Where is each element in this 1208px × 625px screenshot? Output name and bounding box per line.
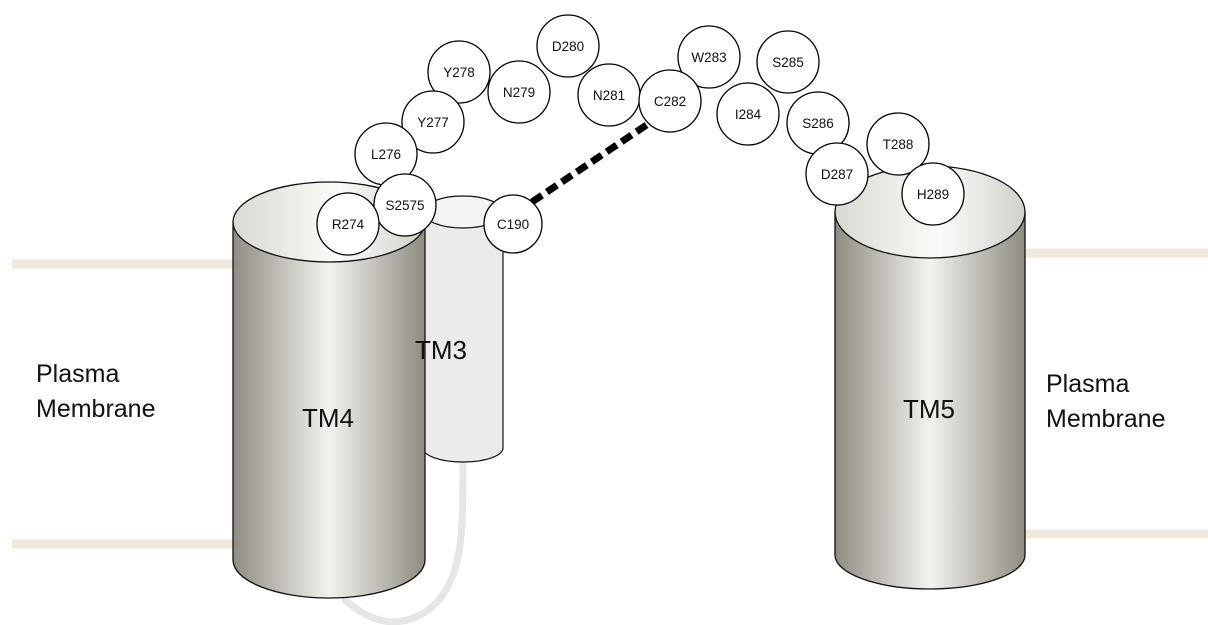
svg-text:I284: I284 bbox=[735, 107, 762, 122]
svg-text:R274: R274 bbox=[332, 217, 365, 232]
residue-n281: N281 bbox=[577, 63, 641, 127]
tm5-helix bbox=[834, 165, 1026, 590]
tm4-label: TM4 bbox=[302, 403, 354, 433]
residue-y278: Y278 bbox=[427, 40, 491, 104]
residue-w283: W283 bbox=[677, 25, 741, 89]
tm3-helix bbox=[422, 195, 504, 463]
svg-text:S286: S286 bbox=[802, 116, 834, 131]
residue-l276: L276 bbox=[354, 122, 418, 186]
tm3-label: TM3 bbox=[415, 335, 467, 365]
svg-text:Y277: Y277 bbox=[417, 115, 449, 130]
svg-text:N281: N281 bbox=[593, 88, 625, 103]
svg-text:N279: N279 bbox=[503, 85, 535, 100]
svg-text:D287: D287 bbox=[821, 167, 853, 182]
intracellular-loop bbox=[341, 458, 467, 625]
svg-text:D280: D280 bbox=[552, 39, 584, 54]
svg-text:W283: W283 bbox=[691, 50, 726, 65]
svg-text:S2575: S2575 bbox=[385, 198, 424, 213]
residue-y277: Y277 bbox=[401, 90, 465, 154]
svg-text:C190: C190 bbox=[497, 217, 529, 232]
residue-c190: C190 bbox=[483, 194, 543, 254]
residue-c282: C282 bbox=[638, 69, 702, 133]
residue-chain: D280 Y278 N279 N281 W283 S285 C282 I284 … bbox=[316, 14, 965, 256]
residue-t288: T288 bbox=[866, 112, 930, 176]
membrane-label-left: Plasma Membrane bbox=[36, 360, 156, 423]
residue-r274: R274 bbox=[316, 192, 380, 256]
residue-h289: H289 bbox=[901, 162, 965, 226]
svg-text:T288: T288 bbox=[883, 137, 914, 152]
disulfide-bond bbox=[530, 121, 650, 205]
svg-text:S285: S285 bbox=[772, 55, 804, 70]
svg-text:H289: H289 bbox=[917, 187, 949, 202]
residue-s2575: S2575 bbox=[373, 173, 437, 237]
residue-i284: I284 bbox=[716, 82, 780, 146]
svg-text:Y278: Y278 bbox=[443, 65, 475, 80]
membrane-boundaries bbox=[12, 248, 1208, 549]
svg-text:C282: C282 bbox=[654, 94, 686, 109]
residue-d287: D287 bbox=[805, 142, 869, 206]
residue-d280: D280 bbox=[536, 14, 600, 78]
residue-n279: N279 bbox=[487, 60, 551, 124]
residue-s285: S285 bbox=[756, 30, 820, 94]
tm5-label: TM5 bbox=[903, 394, 955, 424]
membrane-label-right: Plasma Membrane bbox=[1046, 370, 1166, 433]
svg-text:L276: L276 bbox=[371, 147, 401, 162]
residue-s286: S286 bbox=[786, 91, 850, 155]
